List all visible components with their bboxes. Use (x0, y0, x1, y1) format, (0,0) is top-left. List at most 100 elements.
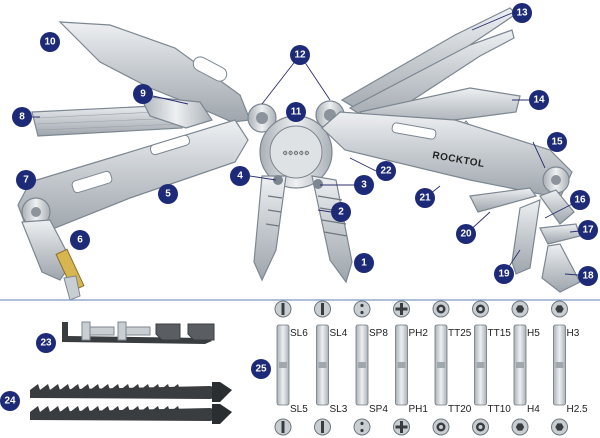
can-opener (539, 189, 575, 225)
callout-22: 22 (376, 161, 396, 181)
knife-blade (58, 21, 251, 123)
svg-text:21: 21 (419, 193, 431, 204)
bit-end-top-4 (432, 300, 450, 318)
leader-13 (471, 12, 513, 31)
pliers-jaws (253, 175, 353, 284)
svg-text:20: 20 (460, 229, 472, 240)
callout-16: 16 (570, 190, 590, 210)
bit-end-bottom-7 (551, 418, 568, 436)
svg-text:8: 8 (19, 112, 25, 123)
svg-text:3: 3 (361, 180, 367, 191)
callout-21: 21 (415, 188, 435, 208)
bit-label-top-3: PH2 (409, 328, 429, 339)
bit-driver (21, 219, 85, 301)
bit-shaft-3 (395, 324, 408, 406)
leader-4 (249, 175, 277, 181)
wire-cutter-left (273, 175, 283, 185)
wire-cutter-right (313, 179, 323, 189)
bit-shaft-6 (513, 324, 527, 406)
left-pivot-center (31, 207, 41, 217)
bit-end-top-1 (314, 300, 331, 318)
svg-text:5: 5 (165, 189, 171, 200)
bit-shaft-4 (434, 324, 448, 406)
clip-1 (155, 323, 181, 341)
callout-12: 12 (290, 45, 310, 65)
bit-end-top-0 (274, 300, 292, 318)
bit-end-bottom-4 (432, 418, 450, 436)
bit-label-bottom-3: PH1 (409, 404, 429, 415)
svg-text:11: 11 (291, 107, 302, 118)
bit-label-bottom-0: SL5 (290, 404, 308, 415)
svg-text:14: 14 (533, 95, 545, 106)
callout-20: 20 (456, 224, 476, 244)
callout-8: 8 (12, 107, 32, 127)
callout-15: 15 (547, 132, 567, 152)
bit-shaft-1 (316, 324, 329, 406)
right-pivot-center (551, 175, 561, 185)
bit-label-bottom-4: TT20 (448, 404, 472, 415)
callout-4: 4 (230, 166, 250, 186)
svg-text:4: 4 (237, 171, 243, 182)
bit-end-top-6 (511, 300, 529, 318)
file-tang (138, 95, 213, 129)
callout-6: 6 (70, 230, 90, 250)
leader-2 (317, 209, 332, 213)
bit-shaft-7 (553, 324, 566, 406)
callout-25: 25 (251, 359, 271, 379)
callout-5: 5 (158, 184, 178, 204)
bit-label-bottom-1: SL3 (330, 404, 348, 415)
jigsaw-blade-1 (30, 382, 232, 402)
bit-label-top-4: TT25 (448, 328, 472, 339)
jigsaw-blade-2 (30, 404, 232, 424)
leader-9 (152, 95, 189, 105)
svg-text:7: 7 (23, 175, 29, 186)
leader-22 (349, 157, 377, 172)
svg-text:23: 23 (40, 338, 52, 349)
svg-text:15: 15 (551, 137, 563, 148)
bit-label-top-0: SL6 (290, 328, 308, 339)
bit-label-top-2: SP8 (369, 328, 388, 339)
awl-hook (539, 223, 581, 245)
callout-24: 24 (0, 391, 20, 411)
bit-label-bottom-7: H2.5 (567, 404, 589, 415)
svg-text:6: 6 (77, 235, 83, 246)
svg-text:24: 24 (4, 396, 16, 407)
bit-end-bottom-0 (274, 418, 292, 436)
callout-7: 7 (16, 170, 36, 190)
screw-2 (117, 321, 151, 341)
bit-end-bottom-6 (511, 418, 529, 436)
file-blade (31, 104, 183, 137)
bottle-opener (511, 199, 541, 275)
svg-text:16: 16 (574, 195, 586, 206)
callout-10: 10 (40, 32, 60, 52)
leader-12a (261, 54, 301, 105)
pivot-screw-left-center (256, 112, 268, 124)
svg-text:10: 10 (44, 37, 56, 48)
pivot-brand-mark: ⚙⚙⚙⚙⚙ (283, 150, 310, 157)
svg-text:1: 1 (361, 258, 367, 269)
svg-text:19: 19 (498, 269, 510, 280)
callout-13: 13 (512, 3, 532, 23)
bit-shaft-2 (355, 324, 369, 406)
bit-label-bottom-2: SP4 (369, 404, 388, 415)
bit-end-top-3 (393, 300, 410, 318)
bit-label-top-5: TT15 (488, 328, 512, 339)
bit-end-top-2 (353, 300, 371, 318)
callout-2: 2 (331, 202, 351, 222)
scissors (340, 7, 517, 125)
callout-23: 23 (36, 333, 56, 353)
callout-18: 18 (578, 266, 598, 286)
bit-label-top-1: SL4 (330, 328, 348, 339)
callout-3: 3 (354, 175, 374, 195)
left-handle (17, 119, 249, 233)
bit-label-top-6: H5 (527, 328, 540, 339)
callout-19: 19 (494, 264, 514, 284)
bit-end-top-5 (472, 300, 489, 318)
svg-text:9: 9 (140, 89, 146, 100)
flat-driver (469, 187, 538, 213)
callout-11: 11 (286, 102, 306, 122)
bit-end-bottom-2 (353, 418, 371, 436)
bit-label-bottom-5: TT10 (488, 404, 512, 415)
